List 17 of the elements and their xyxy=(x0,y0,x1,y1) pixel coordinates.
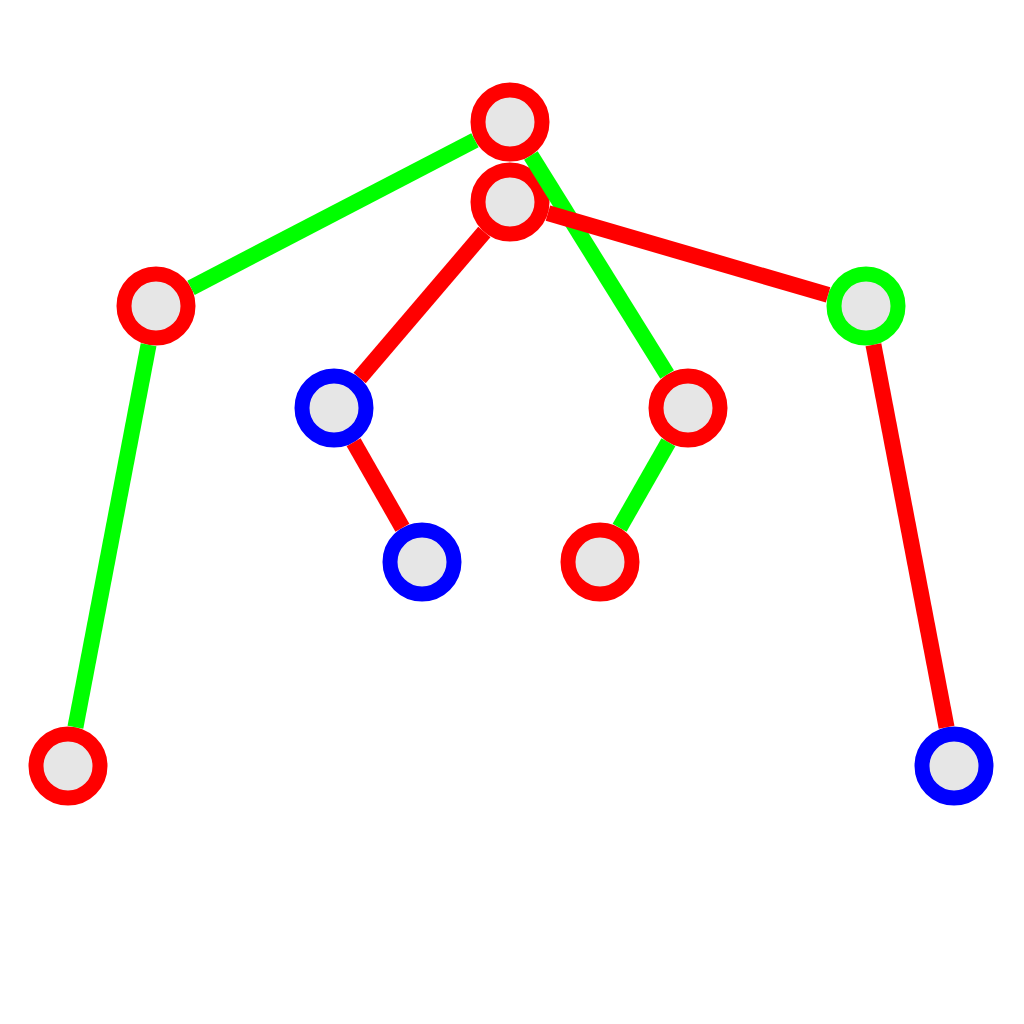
joint-marker xyxy=(116,266,196,346)
connector-line xyxy=(67,343,157,729)
joint-marker xyxy=(294,368,374,448)
connector-line xyxy=(865,343,955,729)
joint-marker xyxy=(28,726,108,806)
connector-line xyxy=(187,133,479,295)
connector-line xyxy=(524,151,674,379)
joint-marker xyxy=(826,266,906,346)
joint-marker xyxy=(914,726,994,806)
joint-marker xyxy=(470,162,550,242)
joint-marker xyxy=(648,368,728,448)
joint-marker xyxy=(382,522,462,602)
joint-marker xyxy=(470,82,550,162)
joint-marker xyxy=(560,522,640,602)
connector-line xyxy=(346,438,410,532)
connector-line xyxy=(612,438,676,532)
connector-line xyxy=(353,226,491,384)
